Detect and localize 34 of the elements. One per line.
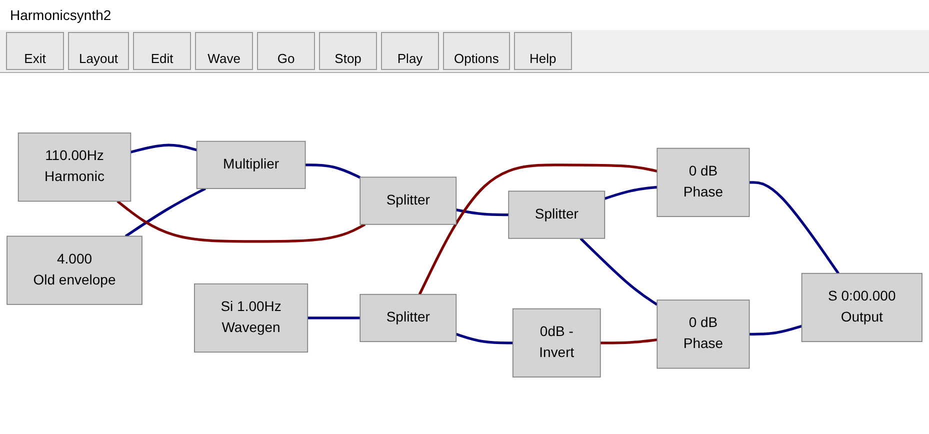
- node-box: Splitter: [360, 294, 457, 342]
- toolbar-button: Play: [381, 32, 440, 70]
- toolbar-button: Wave: [195, 32, 254, 70]
- node-box: Si 1.00Hz Wavegen: [194, 283, 308, 353]
- node-box: Splitter: [508, 190, 606, 239]
- connector: [749, 181, 840, 274]
- toolbar-button: Options: [443, 32, 510, 70]
- connector: [305, 164, 361, 179]
- toolbar-button: Go: [257, 32, 316, 70]
- connector: [604, 186, 658, 200]
- connector: [456, 332, 513, 344]
- toolbar-button: Stop: [319, 32, 378, 70]
- toolbar-button: Layout: [68, 32, 130, 70]
- connector: [130, 144, 198, 154]
- connector: [456, 208, 509, 216]
- node-box: 0dB - Invert: [512, 308, 601, 378]
- connector: [600, 338, 658, 344]
- connector: [308, 316, 360, 320]
- node-box: 110.00Hz Harmonic: [18, 132, 132, 202]
- connector: [749, 324, 802, 336]
- toolbar-button: Help: [514, 32, 572, 70]
- connector: [580, 237, 658, 306]
- connector: [418, 164, 658, 295]
- node-box: 0 dB Phase: [656, 148, 750, 217]
- node-box: Splitter: [360, 176, 457, 225]
- node-box: Multiplier: [196, 140, 306, 189]
- node-box: 4.000 Old envelope: [6, 236, 142, 305]
- toolbar-button: Exit: [6, 32, 64, 70]
- node-box: 0 dB Phase: [656, 300, 750, 369]
- toolbar-button: Edit: [133, 32, 192, 70]
- connector: [116, 200, 366, 243]
- connector: [124, 187, 206, 238]
- window-title: Harmonicsynth2: [10, 7, 112, 23]
- node-box: S 0:00.000 Output: [801, 272, 922, 342]
